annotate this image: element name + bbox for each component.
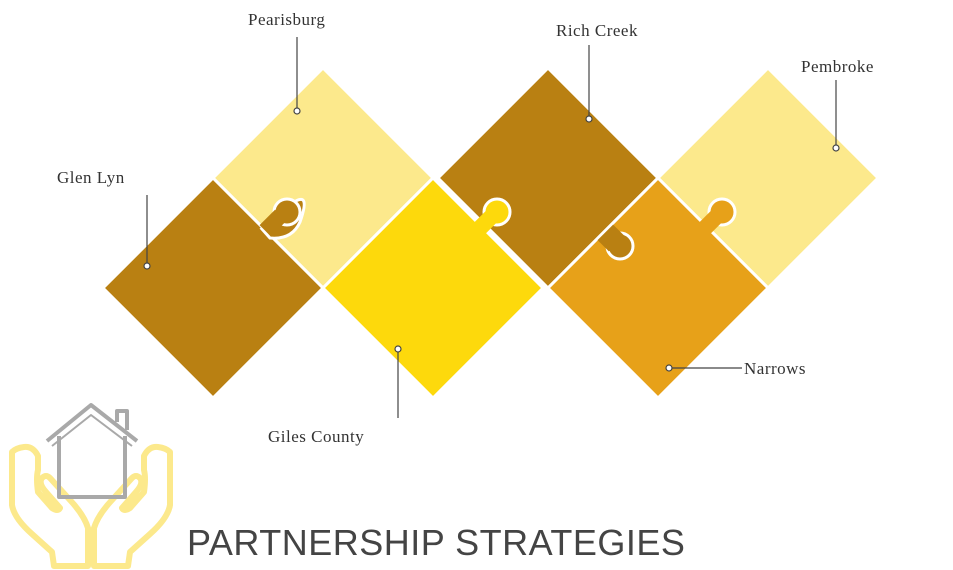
knob-giles-county [471,197,512,237]
label-pembroke: Pembroke [801,57,874,76]
label-giles-county: Giles County [268,427,364,446]
leader-pearisburg [293,37,301,115]
page-title: PARTNERSHIP STRATEGIES [187,522,686,563]
knob-rich-creek [597,224,635,261]
leader-rich-creek [585,45,593,123]
leader-glen-lyn [143,195,151,270]
leader-narrows [665,364,742,372]
label-glen-lyn: Glen Lyn [57,168,125,187]
knob-glen-lyn [259,197,306,240]
house-in-hands-icon [9,403,173,569]
label-rich-creek: Rich Creek [556,21,638,40]
label-narrows: Narrows [744,359,806,378]
label-pearisburg: Pearisburg [248,10,325,29]
knob-narrows [696,197,737,237]
leader-pembroke [832,80,840,152]
puzzle-piece-giles-county [320,175,546,401]
puzzle-piece-narrows [545,175,771,401]
leader-giles-county [394,345,402,418]
